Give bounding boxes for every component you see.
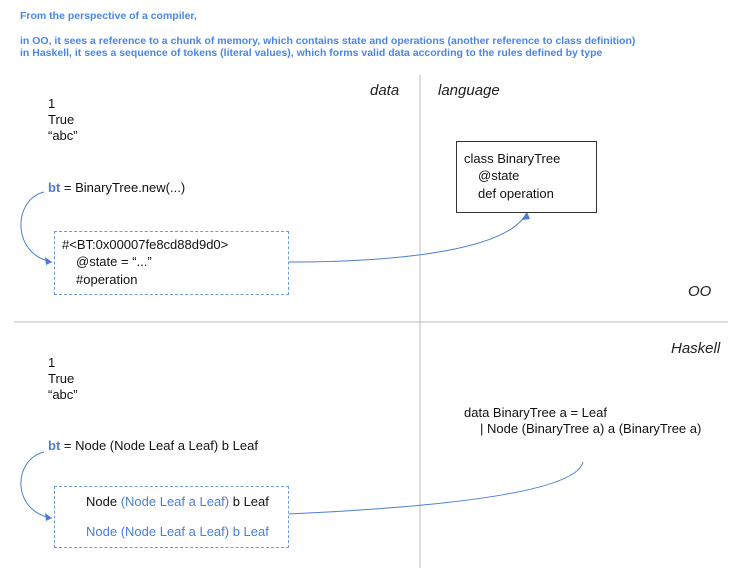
haskell-literal-3: “abc”	[48, 387, 78, 402]
oo-class-arrowhead	[522, 212, 530, 220]
haskell-literal-1: 1	[48, 355, 56, 370]
oo-class-name: class BinaryTree	[464, 151, 561, 166]
oo-instance-id: #<BT:0x00007fe8cd88d9d0>	[62, 237, 229, 252]
oo-literal-1: 1	[48, 96, 56, 111]
oo-class-state: @state	[478, 168, 520, 183]
oo-var-bt: bt	[48, 180, 61, 195]
haskell-value-line-1: Node (Node Leaf a Leaf) b Leaf	[86, 494, 269, 510]
oo-assign-expr: = BinaryTree.new(...)	[60, 180, 186, 195]
haskell-type-connector	[287, 461, 584, 515]
haskell-type-def-line-2: | Node (BinaryTree a) a (BinaryTree a)	[480, 421, 702, 436]
oo-instance-state: @state = “...”	[76, 254, 152, 269]
haskell-var-bt: bt	[48, 438, 61, 453]
haskell-value-node: Node	[86, 494, 121, 509]
haskell-bt-arrowhead	[45, 513, 52, 521]
oo-instance-box: #<BT:0x00007fe8cd88d9d0> @state = “...” …	[54, 231, 289, 295]
haskell-value-line-2: Node (Node Leaf a Leaf) b Leaf	[86, 524, 269, 539]
haskell-value-rest: b Leaf	[229, 494, 269, 509]
haskell-assignment: bt = Node (Node Leaf a Leaf) b Leaf	[48, 438, 258, 454]
oo-class-operation: def operation	[478, 186, 554, 201]
column-title-language: language	[438, 82, 500, 99]
section-label-haskell: Haskell	[671, 340, 721, 357]
oo-class-arrow	[287, 211, 528, 263]
haskell-type-def-line-1: data BinaryTree a = Leaf	[464, 405, 607, 420]
oo-literal-2: True	[48, 112, 75, 127]
oo-bt-arrowhead	[45, 257, 52, 265]
haskell-value-subtree: (Node Leaf a Leaf)	[120, 494, 230, 509]
section-label-oo: OO	[688, 283, 712, 300]
oo-literal-3: “abc”	[48, 128, 78, 143]
haskell-assign-expr: = Node (Node Leaf a Leaf) b Leaf	[60, 438, 258, 453]
oo-instance-operation: #operation	[76, 272, 138, 287]
oo-assignment: bt = BinaryTree.new(...)	[48, 180, 185, 196]
haskell-value-box: Node (Node Leaf a Leaf) b Leaf Node (Nod…	[54, 486, 289, 548]
haskell-bt-arrow	[20, 451, 53, 519]
header-line-3: in Haskell, it sees a sequence of tokens…	[20, 47, 603, 59]
oo-class-box: class BinaryTree @state def operation	[456, 141, 597, 213]
header-line-2: in OO, it sees a reference to a chunk of…	[20, 35, 636, 47]
haskell-literal-2: True	[48, 371, 75, 386]
header-line-1: From the perspective of a compiler,	[20, 10, 197, 22]
column-title-data: data	[370, 82, 400, 99]
oo-bt-arrow	[20, 191, 53, 263]
